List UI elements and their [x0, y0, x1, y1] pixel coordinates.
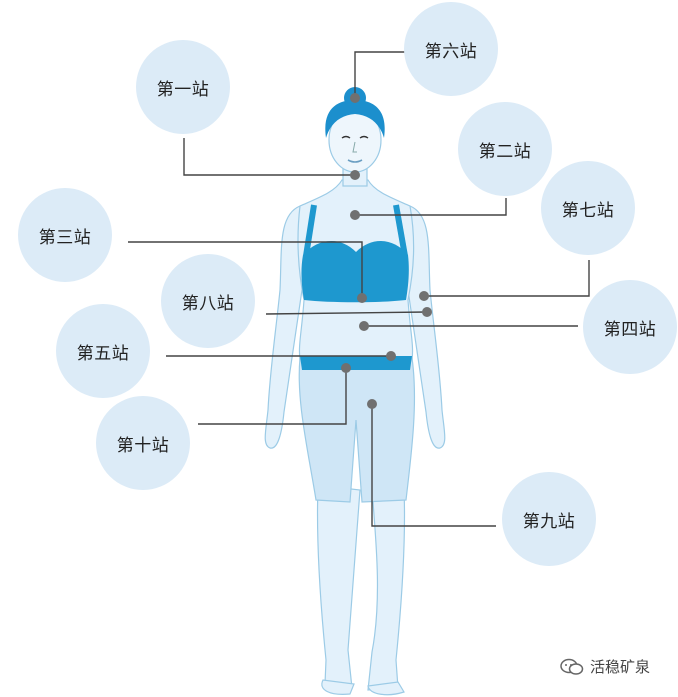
leader-lines — [128, 51, 590, 527]
station-4-label: 第四站 — [603, 319, 657, 340]
markers — [341, 93, 432, 409]
hair — [325, 100, 385, 138]
leader-line-s8 — [265, 311, 428, 315]
station-1-label: 第一站 — [156, 79, 210, 100]
wechat-icon — [560, 658, 584, 675]
bra-strap-left — [303, 204, 317, 257]
station-10-label: 第十站 — [116, 435, 170, 456]
station-8-label: 第八站 — [181, 293, 235, 314]
shorts-waistband — [300, 356, 412, 370]
watermark-text: 活稳矿泉 — [590, 658, 651, 676]
marker-s1 — [350, 170, 360, 180]
leader-line-s7 — [424, 260, 590, 297]
marker-s9 — [367, 399, 377, 409]
marker-s5 — [386, 351, 396, 361]
station-3-circle: 第三站 — [18, 188, 112, 282]
station-7-circle: 第七站 — [541, 161, 635, 255]
bra-strap-right — [393, 204, 408, 257]
station-2-label: 第二站 — [478, 141, 532, 162]
left-foot — [321, 679, 355, 695]
station-8-circle: 第八站 — [161, 254, 255, 348]
leader-line-s6 — [354, 51, 406, 98]
station-9-label: 第九站 — [522, 511, 576, 532]
station-2-circle: 第二站 — [458, 102, 552, 196]
marker-s2 — [350, 210, 360, 220]
marker-s7 — [419, 291, 429, 301]
station-5-label: 第五站 — [76, 343, 130, 364]
leader-line-s1 — [183, 138, 355, 176]
station-9-circle: 第九站 — [502, 472, 596, 566]
station-6-circle: 第六站 — [404, 2, 498, 96]
station-1-circle: 第一站 — [136, 40, 230, 134]
leader-line-s2 — [355, 198, 507, 216]
station-4-circle: 第四站 — [583, 280, 677, 374]
marker-s6 — [350, 93, 360, 103]
marker-s4 — [359, 321, 369, 331]
right-foot — [367, 681, 405, 696]
station-3-label: 第三站 — [38, 227, 92, 248]
mouth — [347, 159, 363, 163]
station-7-label: 第七站 — [561, 200, 615, 221]
sports-bra — [301, 241, 409, 303]
marker-s10 — [341, 363, 351, 373]
station-6-label: 第六站 — [424, 41, 478, 62]
nose — [352, 141, 357, 153]
leader-line-s3 — [128, 241, 363, 298]
marker-s3 — [357, 293, 367, 303]
station-5-circle: 第五站 — [56, 304, 150, 398]
shorts — [298, 357, 416, 503]
leader-line-s9 — [371, 404, 496, 527]
right-leg — [367, 487, 406, 691]
right-eye — [359, 135, 369, 139]
leader-line-s10 — [198, 368, 347, 425]
station-10-circle: 第十站 — [96, 396, 190, 490]
left-eye — [341, 135, 351, 139]
watermark: 活稳矿泉 — [560, 656, 650, 677]
marker-s8 — [422, 307, 432, 317]
left-leg — [316, 484, 361, 689]
